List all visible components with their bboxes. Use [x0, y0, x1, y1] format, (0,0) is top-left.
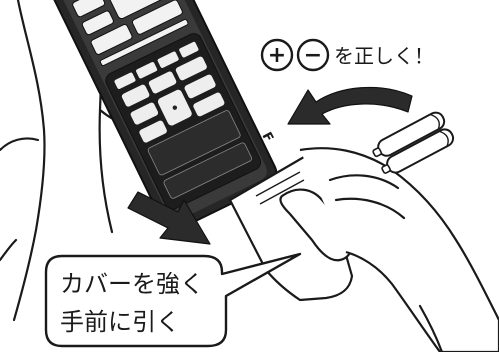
polarity-instruction-text: を正しく！: [334, 44, 434, 68]
callout-line-1: カバーを強く: [60, 270, 204, 298]
remote-control: [45, 0, 278, 231]
polarity-instruction: + − を正しく！: [260, 38, 434, 72]
callout-line-2: 手前に引く: [60, 308, 180, 336]
right-hand-drawing: [279, 147, 499, 352]
callout-balloon: カバーを強く 手前に引く: [44, 252, 302, 348]
insert-arrow: [287, 86, 413, 125]
pull-arrow: [127, 191, 211, 245]
batteries: [372, 111, 455, 174]
minus-circle-icon: [296, 38, 330, 72]
plus-symbol: +: [268, 43, 286, 68]
plus-circle-icon: [260, 38, 294, 72]
minus-symbol: −: [304, 43, 322, 68]
